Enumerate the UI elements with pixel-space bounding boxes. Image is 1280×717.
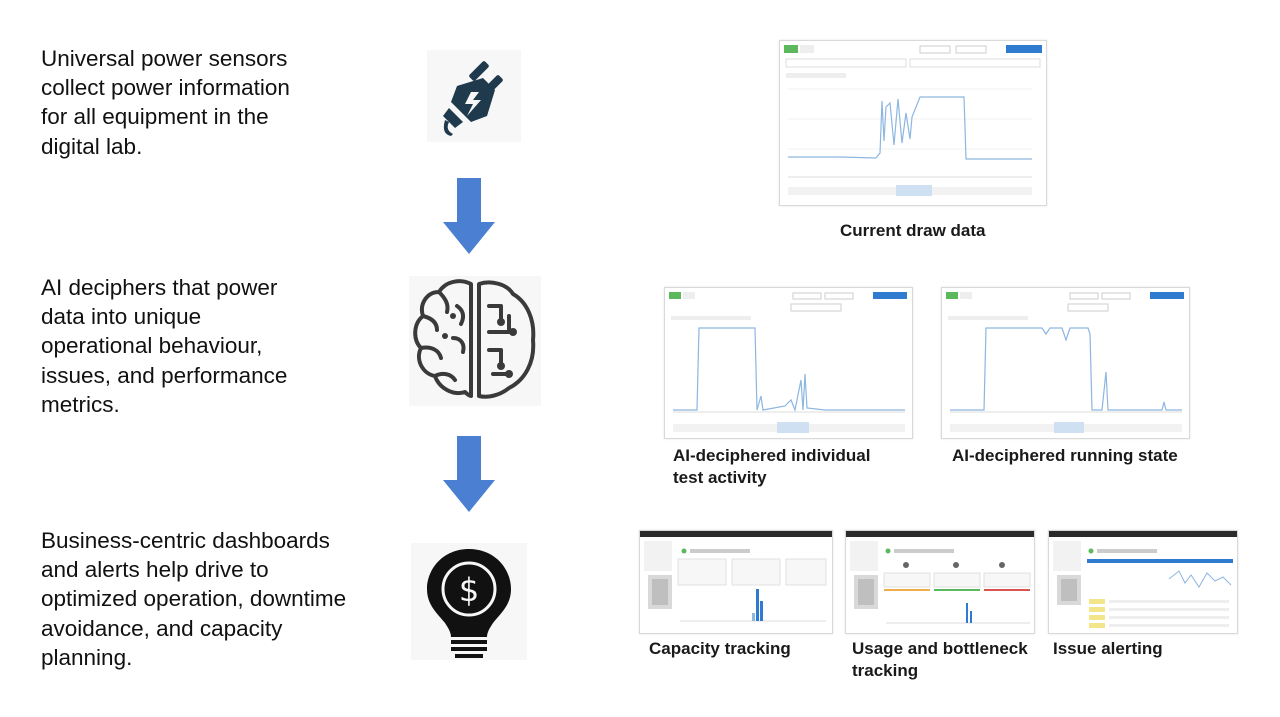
caption-individual-test: AI-deciphered individual test activity (673, 446, 871, 487)
step-1-text: Universal power sensors collect power in… (41, 46, 290, 159)
step-3-text: Business-centric dashboards and alerts h… (41, 528, 347, 670)
down-arrow-icon (443, 178, 495, 254)
usage-dashboard-thumbnail (845, 530, 1035, 634)
running-state-chart-thumbnail (941, 287, 1190, 439)
individual-test-chart-thumbnail (664, 287, 913, 439)
lightbulb-dollar-icon: $ (411, 543, 527, 660)
caption-alerting: Issue alerting (1053, 639, 1163, 658)
caption-current-draw: Current draw data (840, 221, 986, 240)
capacity-dashboard-thumbnail (639, 530, 833, 634)
caption-usage: Usage and bottleneck tracking (852, 639, 1028, 680)
down-arrow-icon (443, 436, 495, 512)
power-plug-icon (427, 50, 521, 142)
caption-running-state: AI-deciphered running state (952, 446, 1178, 465)
brain-circuit-icon (409, 276, 541, 406)
step-2-text: AI deciphers that power data into unique… (41, 275, 288, 417)
current-draw-chart-thumbnail (779, 40, 1047, 206)
alerting-dashboard-thumbnail (1048, 530, 1238, 634)
svg-text:$: $ (459, 571, 479, 609)
caption-capacity: Capacity tracking (649, 639, 791, 658)
